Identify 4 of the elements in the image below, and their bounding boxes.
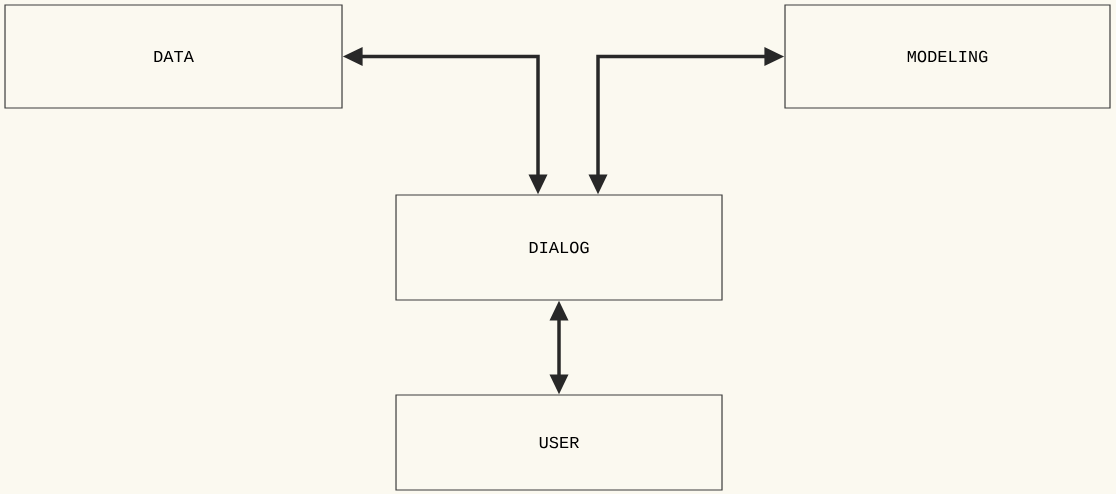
process-box: DIALOG: [395, 194, 723, 301]
process-box: MODELING: [784, 4, 1111, 109]
process-box: DATA: [4, 4, 343, 109]
process-box: USER: [395, 394, 723, 491]
